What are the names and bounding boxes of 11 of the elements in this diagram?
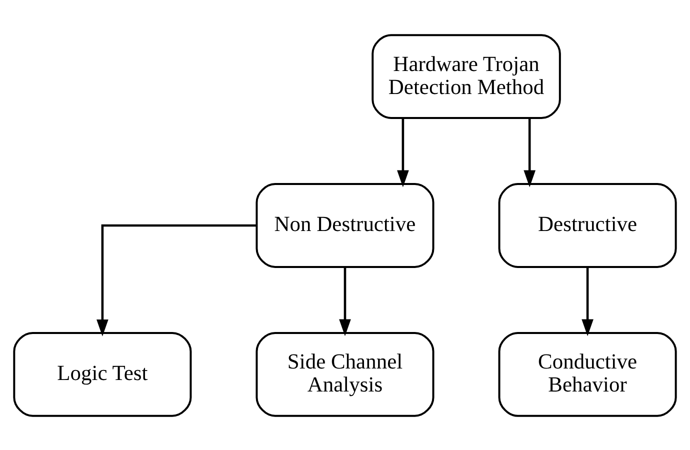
node-box: Side Channel Analysis — [256, 331, 434, 416]
arrow — [397, 118, 409, 187]
arrow — [524, 118, 536, 187]
arrow — [339, 266, 351, 336]
arrow — [582, 266, 594, 336]
node-box: Non Destructive — [256, 182, 434, 268]
node-box: Conductive Behavior — [498, 331, 677, 416]
node-box: Destructive — [498, 182, 677, 268]
node-box: Logic Test — [13, 331, 192, 416]
node-box: Hardware Trojan Detection Method — [372, 34, 561, 119]
arrow — [96, 224, 256, 336]
